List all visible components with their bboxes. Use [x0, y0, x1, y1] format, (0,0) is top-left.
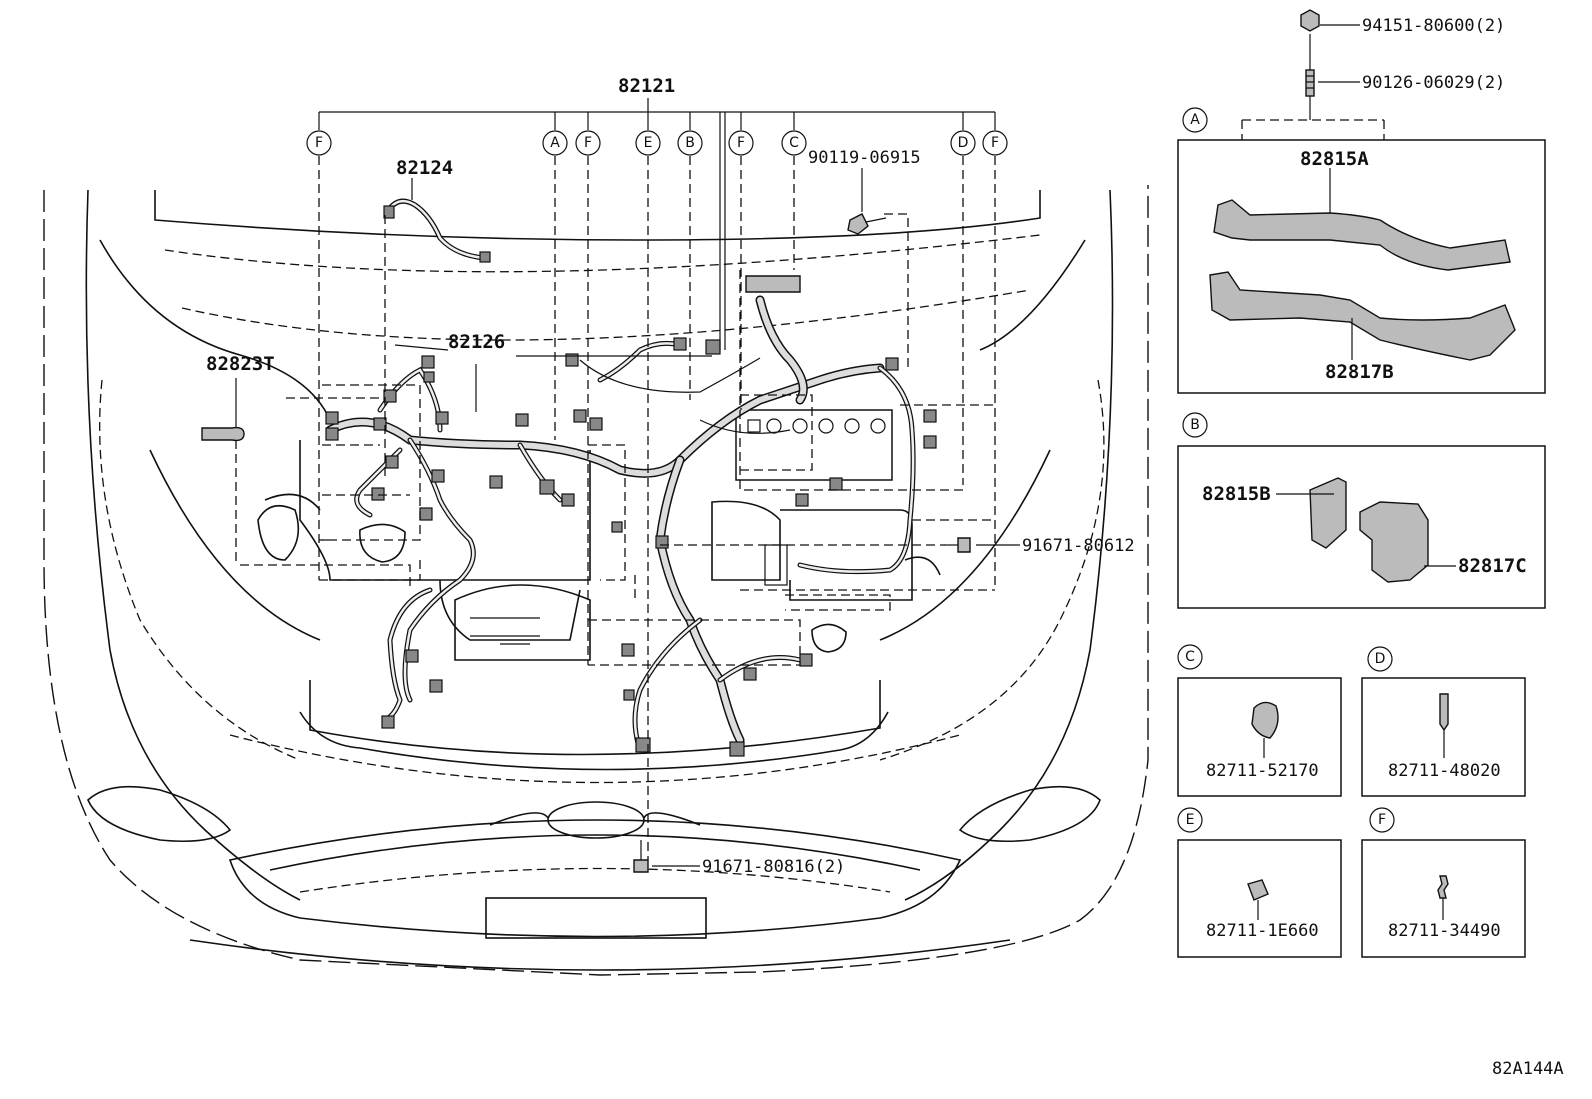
- label-94151-80600: 94151-80600(2): [1362, 16, 1505, 36]
- protector-82817b-icon: [1209, 271, 1516, 361]
- callout-f-2: F: [584, 135, 592, 151]
- protector-82817c-icon: [1359, 501, 1429, 583]
- label-90126-06029: 90126-06029(2): [1362, 73, 1505, 93]
- detail-panel-a: A 82815A 82817B: [1177, 107, 1546, 394]
- callout-f-3: F: [737, 135, 745, 151]
- detail-panel-c: C 82711-52170: [1177, 644, 1342, 797]
- clamp-f-icon: [1437, 875, 1449, 899]
- protector-82815b-icon: [1309, 477, 1347, 549]
- callouts-main: F A F E B F C D F: [306, 130, 1008, 156]
- label-82124: 82124: [396, 157, 453, 179]
- label-91671-80612: 91671-80612: [1022, 536, 1135, 556]
- detail-panel-b: B 82815B 82817C: [1177, 412, 1546, 609]
- label-82711-52170: 82711-52170: [1206, 761, 1319, 781]
- label-82121: 82121: [618, 75, 675, 97]
- label-82817b: 82817B: [1325, 361, 1394, 383]
- panel-c-frame: [1177, 677, 1342, 797]
- fasteners-top-right: [1300, 9, 1320, 97]
- label-82815a: 82815A: [1300, 148, 1369, 170]
- label-91671-80816: 91671-80816(2): [702, 857, 845, 877]
- panel-d-callout: D: [1375, 651, 1386, 667]
- detail-panel-d: D 82711-48020: [1361, 646, 1526, 797]
- clamp-e-icon: [1247, 879, 1269, 901]
- callout-f-4: F: [991, 135, 999, 151]
- callout-f-1: F: [315, 135, 323, 151]
- callout-a: A: [550, 135, 560, 151]
- label-82823t: 82823T: [206, 353, 275, 375]
- panel-e-callout: E: [1186, 812, 1195, 828]
- label-82126: 82126: [448, 331, 505, 353]
- diagram-code: 82A144A: [1492, 1059, 1564, 1079]
- panel-b-callout: B: [1190, 417, 1200, 433]
- label-90119-06915: 90119-06915: [808, 148, 921, 168]
- protector-82815a-icon: [1213, 199, 1511, 271]
- stud-icon: [1305, 69, 1315, 97]
- leader-lines: [235, 24, 1385, 867]
- label-82815b: 82815B: [1202, 483, 1271, 505]
- engine-bay: [201, 198, 971, 873]
- nut-icon: [1300, 9, 1320, 32]
- panel-f-callout: F: [1378, 812, 1386, 828]
- clamp-c-icon: [1251, 701, 1279, 739]
- panel-c-callout: C: [1185, 649, 1195, 665]
- label-82711-34490: 82711-34490: [1388, 921, 1501, 941]
- label-82817c: 82817C: [1458, 555, 1527, 577]
- callout-c: C: [789, 135, 799, 151]
- callout-e: E: [644, 135, 653, 151]
- clamp-d-icon: [1439, 693, 1449, 732]
- callout-b: B: [685, 135, 695, 151]
- label-82711-48020: 82711-48020: [1388, 761, 1501, 781]
- detail-panel-f: F 82711-34490: [1361, 807, 1526, 958]
- panel-a-callout: A: [1190, 112, 1200, 128]
- main-labels: 82121 82124 82126 82823T 90119-06915 916…: [206, 16, 1564, 1079]
- callout-d: D: [958, 135, 969, 151]
- panel-e-frame: [1177, 839, 1342, 958]
- label-82711-1e660: 82711-1E660: [1206, 921, 1319, 941]
- detail-panel-e: E 82711-1E660: [1177, 807, 1342, 958]
- vehicle-outline: [43, 185, 1149, 976]
